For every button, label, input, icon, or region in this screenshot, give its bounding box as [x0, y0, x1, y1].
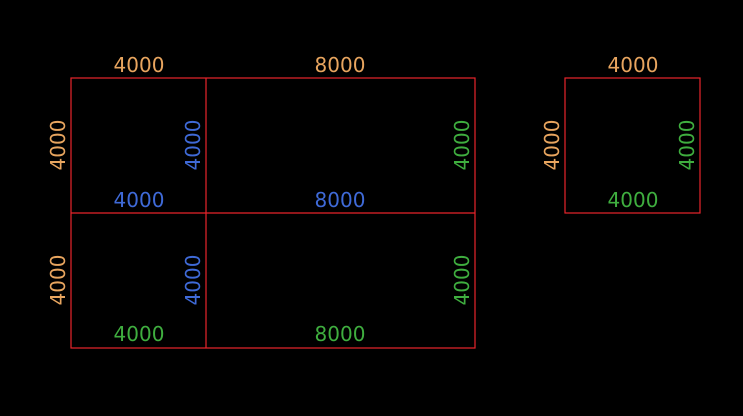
single-room-top-label: 4000: [608, 53, 659, 77]
single-room-right-label: 4000: [675, 120, 699, 171]
single-room-outline: [564, 77, 701, 214]
room-2-right-label: 4000: [450, 120, 474, 171]
room-4-bottom-label: 8000: [315, 322, 366, 346]
grid-plan: 4000 8000 4000 4000 4000 4000 8000 4000 …: [46, 53, 476, 349]
room-4-right-label: 4000: [450, 255, 474, 306]
single-room-plan: 4000 4000 4000 4000: [540, 53, 701, 214]
room-1-bottom-label: 4000: [114, 188, 165, 212]
top-width-label-right: 8000: [315, 53, 366, 77]
room-3-bottom-label: 4000: [114, 322, 165, 346]
single-room-bottom-label: 4000: [608, 188, 659, 212]
room-2-bottom-label: 8000: [315, 188, 366, 212]
single-room-left-label: 4000: [540, 120, 564, 171]
room-1-left-label: 4000: [46, 120, 70, 171]
top-width-label-left: 4000: [114, 53, 165, 77]
room-1-right-label: 4000: [181, 120, 205, 171]
room-3-right-label: 4000: [181, 255, 205, 306]
room-3-left-label: 4000: [46, 255, 70, 306]
